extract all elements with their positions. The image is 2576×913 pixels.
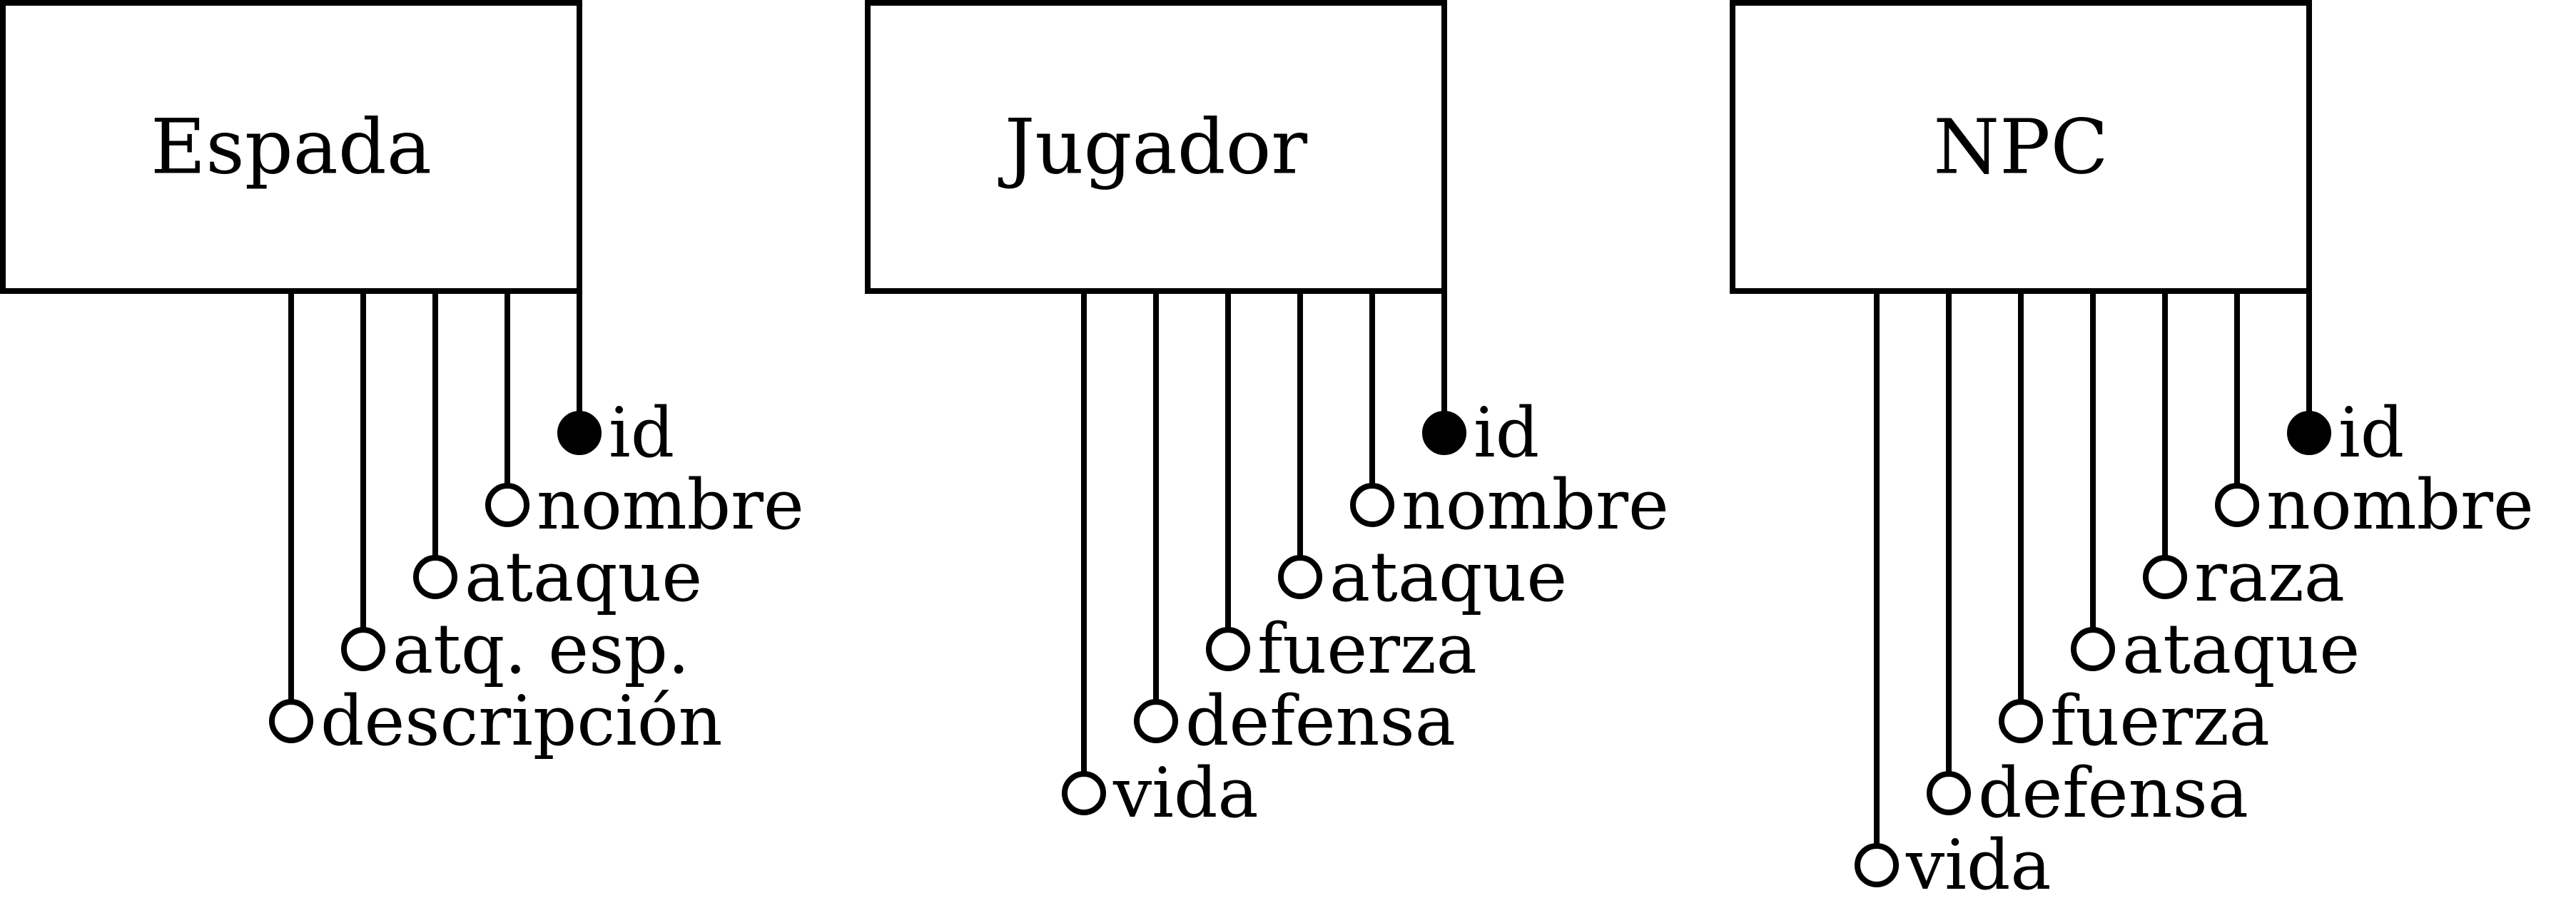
attribute-marker-jugador-vida — [1062, 771, 1106, 815]
attribute-label-npc-vida: vida — [1905, 825, 2052, 905]
attribute-marker-espada-ataque — [413, 555, 457, 599]
attribute-label-espada-nombre: nombre — [537, 465, 804, 545]
attribute-marker-espada-nombre — [485, 483, 529, 527]
entity-box-npc — [1730, 0, 2312, 294]
attribute-marker-npc-raza — [2143, 555, 2187, 599]
key-marker-jugador-id — [1422, 411, 1466, 455]
attribute-marker-jugador-defensa — [1134, 699, 1178, 743]
attribute-label-npc-defensa: defensa — [1978, 753, 2248, 833]
attribute-label-npc-fuerza: fuerza — [2050, 681, 2270, 761]
attribute-marker-jugador-fuerza — [1206, 627, 1250, 671]
entity-name-jugador: Jugador — [998, 103, 1307, 191]
attribute-marker-npc-fuerza — [1999, 699, 2043, 743]
entity-name-npc: NPC — [1933, 103, 2108, 191]
attribute-label-jugador-ataque: ataque — [1329, 537, 1567, 617]
attribute-label-jugador-fuerza: fuerza — [1257, 609, 1477, 689]
attribute-label-espada-ataque: ataque — [465, 537, 702, 617]
attribute-label-espada-descripcion: descripción — [320, 681, 722, 761]
attribute-label-jugador-id: id — [1474, 393, 1539, 473]
attribute-label-npc-raza: raza — [2194, 537, 2345, 617]
attribute-label-jugador-defensa: defensa — [1185, 681, 1456, 761]
attribute-label-npc-nombre: nombre — [2266, 465, 2534, 545]
attribute-marker-npc-vida — [1855, 843, 1899, 887]
entity-name-espada: Espada — [151, 103, 432, 191]
attribute-label-jugador-vida: vida — [1112, 753, 1259, 833]
attribute-marker-jugador-ataque — [1278, 555, 1322, 599]
attribute-label-jugador-nombre: nombre — [1401, 465, 1669, 545]
attribute-marker-espada-descripcion — [269, 699, 313, 743]
attribute-label-espada-atq-esp: atq. esp. — [392, 609, 689, 689]
key-marker-npc-id — [2287, 411, 2331, 455]
attribute-marker-npc-nombre — [2215, 483, 2259, 527]
entity-box-espada — [0, 0, 582, 294]
attribute-label-npc-id: id — [2338, 393, 2404, 473]
attribute-marker-npc-ataque — [2071, 627, 2115, 671]
attribute-marker-npc-defensa — [1927, 771, 1971, 815]
attribute-label-espada-id: id — [609, 393, 674, 473]
attribute-marker-jugador-nombre — [1350, 483, 1394, 527]
attribute-label-npc-ataque: ataque — [2122, 609, 2360, 689]
key-marker-espada-id — [557, 411, 602, 455]
attribute-marker-espada-atq-esp — [341, 627, 385, 671]
